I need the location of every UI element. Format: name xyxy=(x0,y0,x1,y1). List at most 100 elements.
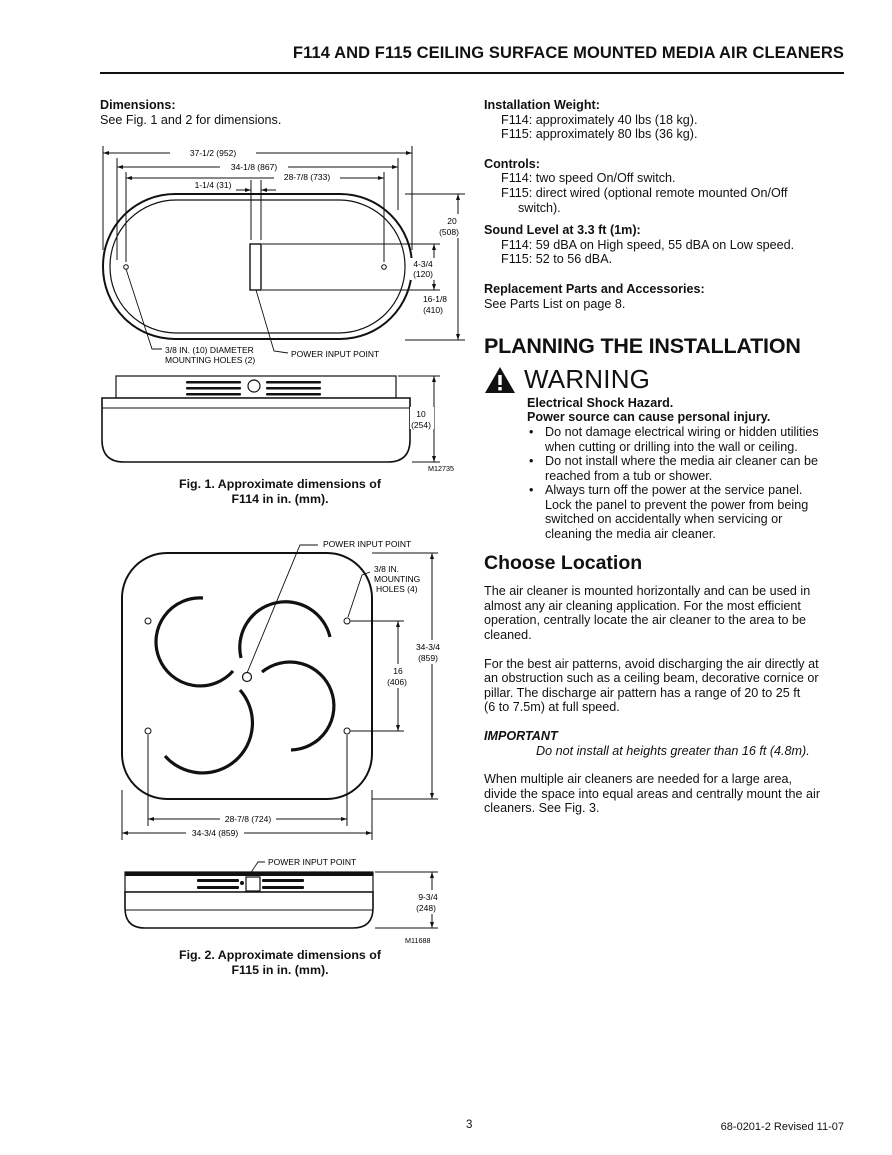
fig2-hole-tr xyxy=(343,617,351,625)
document-revision: 68-0201-2 Revised 11-07 xyxy=(720,1121,844,1133)
fig2-holes-label-3: HOLES (4) xyxy=(376,584,418,594)
fig2-dim-2878: 28-7/8 (724) xyxy=(225,814,271,824)
controls-label: Controls: xyxy=(484,156,540,171)
fig1-dim-20-mm: (508) xyxy=(439,227,459,237)
choose-paragraph-1: The air cleaner is mounted horizontally … xyxy=(484,584,844,642)
fig1-dim-1618-mm: (410) xyxy=(423,305,443,315)
warning-bullet-2-line1: Do not install where the media air clean… xyxy=(545,454,819,469)
fig2-holes-label-2: MOUNTING xyxy=(374,574,420,584)
fig1-drawing: 37-1/2 (952) 34-1/8 (867) 28-7/8 (733) 1… xyxy=(101,146,465,473)
fig2-power-point xyxy=(241,671,253,683)
choose-paragraph-3: When multiple air cleaners are needed fo… xyxy=(484,772,844,816)
warning-bullet-2-line2: reached from a tub or shower. xyxy=(545,468,713,483)
fig1-side-power-point xyxy=(247,379,261,393)
controls-f115-a: F115: direct wired (optional remote moun… xyxy=(501,185,788,200)
sound-f115: F115: 52 to 56 dBA. xyxy=(501,252,613,267)
install-weight-label: Installation Weight: xyxy=(484,98,600,112)
important-text: Do not install at heights greater than 1… xyxy=(536,743,810,758)
fig1-side-body xyxy=(101,397,411,463)
fig2-dim-16-mm: (406) xyxy=(387,677,407,687)
choose-p1-line4: cleaned. xyxy=(484,628,532,643)
fig2-dim-934-mm: (248) xyxy=(416,903,436,913)
page-header-title: F114 AND F115 CEILING SURFACE MOUNTED ME… xyxy=(292,44,844,62)
fig1-dim-offset: 1-1/4 (31) xyxy=(195,180,232,190)
sound-f114: F114: 59 dBA on High speed, 55 dBA on Lo… xyxy=(501,237,795,252)
warning-bullet-3-line3: switched on accidentally when servicing … xyxy=(545,512,783,527)
fig2-fan-blades xyxy=(154,596,336,775)
fig2-dim-3434-v-mm: (859) xyxy=(418,653,438,663)
fig2-power-label: POWER INPUT POINT xyxy=(323,539,411,549)
fig1-hole-left xyxy=(123,264,129,270)
fig1-power-slot xyxy=(249,243,262,291)
planning-heading: PLANNING THE INSTALLATION xyxy=(484,334,801,359)
fig1-holes-label-2: MOUNTING HOLES (2) xyxy=(165,355,255,365)
choose-p1-line2: almost any air cleaning application. For… xyxy=(484,598,801,613)
fig2-caption-line2: F115 in in. (mm). xyxy=(231,962,329,977)
choose-p3-line1: When multiple air cleaners are needed fo… xyxy=(484,772,793,787)
fig1-dim-holes-inner: 28-7/8 (733) xyxy=(284,172,330,182)
warning-bullet-3-line4: cleaning the media air cleaner. xyxy=(545,527,716,542)
choose-location-heading: Choose Location xyxy=(484,551,643,574)
install-weight-f115: F115: approximately 80 lbs (36 kg). xyxy=(501,127,698,142)
warning-triangle-icon xyxy=(485,366,515,393)
fig1-holes-label-1: 3/8 IN. (10) DIAMETER xyxy=(165,345,254,355)
warning-hazard: Electrical Shock Hazard. xyxy=(527,395,674,410)
fig1-dim-overall: 37-1/2 (952) xyxy=(190,148,236,158)
fig2-caption: Fig. 2. Approximate dimensions of F115 i… xyxy=(160,948,400,977)
choose-p1-line3: operation, centrally locate the air clea… xyxy=(484,613,807,628)
warning-bullet-3: • Always turn off the power at the servi… xyxy=(527,483,844,541)
warning-bullet-1-line2: when cutting or drilling into the wall o… xyxy=(545,439,798,454)
fig2-drawing: POWER INPUT POINT 3/8 IN. MOUNTING HOLES… xyxy=(121,539,445,945)
fig1-dim-434: 4-3/4 xyxy=(413,259,433,269)
warning-bullet-2: • Do not install where the media air cle… xyxy=(527,454,844,483)
page-number: 3 xyxy=(466,1119,473,1131)
fig1-caption-line1: Fig. 1. Approximate dimensions of xyxy=(179,477,381,491)
warning-word: WARNING xyxy=(524,364,651,395)
fig2-hole-tl xyxy=(144,617,152,625)
header-rule xyxy=(100,72,844,74)
fig2-dim-934: 9-3/4 xyxy=(418,892,438,902)
parts-text: See Parts List on page 8. xyxy=(484,296,626,311)
fig2-dim-16: 16 xyxy=(393,666,403,676)
warning-bullet-3-line1: Always turn off the power at the service… xyxy=(545,483,803,498)
fig1-dim-10: 10 xyxy=(416,409,426,419)
fig2-holes-label-1: 3/8 IN. xyxy=(374,564,399,574)
fig2-hole-bl xyxy=(144,727,152,735)
fig2-side-power-label: POWER INPUT POINT xyxy=(268,857,356,867)
choose-p2-line2: an obstruction such as a ceiling beam, d… xyxy=(484,671,819,686)
fig1-dim-10-mm: (254) xyxy=(411,420,431,430)
sound-label: Sound Level at 3.3 ft (1m): xyxy=(484,223,641,238)
fig1-dim-20: 20 xyxy=(447,216,457,226)
fig2-caption-line1: Fig. 2. Approximate dimensions of xyxy=(179,948,381,962)
choose-paragraph-2: For the best air patterns, avoid dischar… xyxy=(484,657,844,715)
right-column: Installation Weight: F114: approximately… xyxy=(484,98,844,816)
choose-p2-line1: For the best air patterns, avoid dischar… xyxy=(484,656,819,671)
warning-body: Electrical Shock Hazard. Power source ca… xyxy=(484,396,844,542)
fig1-dim-holes-outer: 34-1/8 (867) xyxy=(231,162,277,172)
choose-p1-line1: The air cleaner is mounted horizontally … xyxy=(484,584,811,599)
warning-header: WARNING xyxy=(484,366,844,394)
choose-p2-line3: pillar. The discharge air pattern has a … xyxy=(484,685,801,700)
important-label: IMPORTANT xyxy=(484,729,558,743)
fig1-hole-right xyxy=(381,264,387,270)
fig1-dim-434-mm: (120) xyxy=(413,269,433,279)
fig2-side-power-box xyxy=(245,876,261,892)
controls-f115-b: switch). xyxy=(518,200,561,215)
install-weight-f114: F114: approximately 40 lbs (18 kg). xyxy=(501,112,698,127)
choose-p2-line4: (6 to 7.5m) at full speed. xyxy=(484,700,620,715)
fig1-caption: Fig. 1. Approximate dimensions of F114 i… xyxy=(160,477,400,506)
warning-bullet-1: • Do not damage electrical wiring or hid… xyxy=(527,425,844,454)
warning-injury: Power source can cause personal injury. xyxy=(527,410,771,425)
choose-p3-line3: cleaners. See Fig. 3. xyxy=(484,801,600,816)
fig2-dim-3434-h: 34-3/4 (859) xyxy=(192,828,238,838)
parts-label: Replacement Parts and Accessories: xyxy=(484,281,705,296)
fig2-dim-3434-v: 34-3/4 xyxy=(416,642,440,652)
choose-p3-line2: divide the space into equal areas and ce… xyxy=(484,786,821,801)
dimensions-text: See Fig. 1 and 2 for dimensions. xyxy=(100,112,282,127)
fig1-oval-inner xyxy=(109,199,406,334)
fig1-code: M12735 xyxy=(428,464,454,473)
dimensions-label: Dimensions: xyxy=(100,98,176,112)
warning-bullet-1-line1: Do not damage electrical wiring or hidde… xyxy=(545,424,819,439)
fig1-dim-1618: 16-1/8 xyxy=(423,294,447,304)
fig2-hole-br xyxy=(343,727,351,735)
